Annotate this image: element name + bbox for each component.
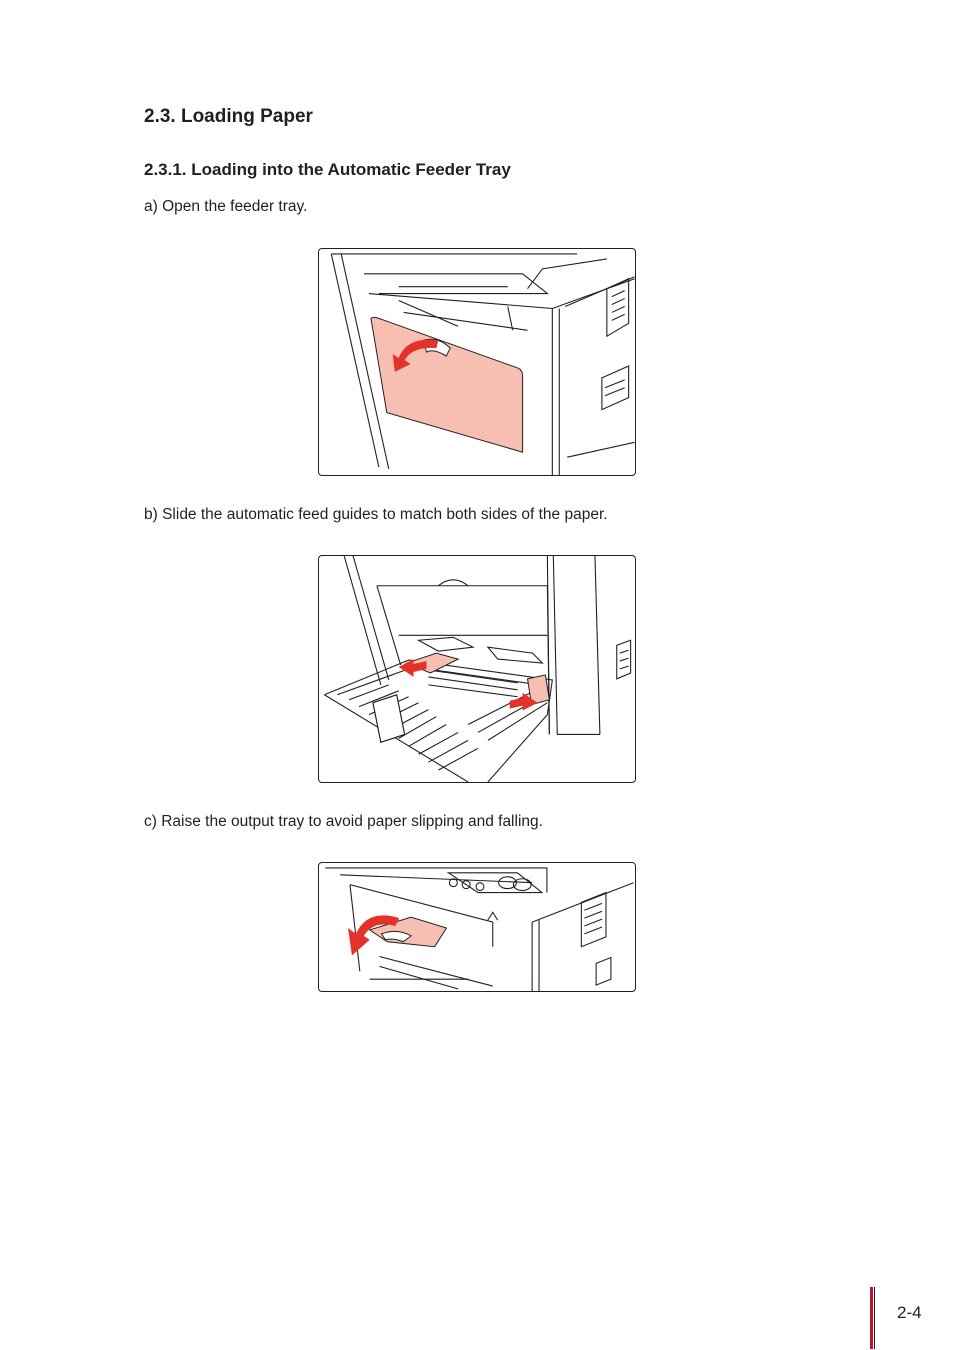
section-heading: 2.3. Loading Paper xyxy=(144,106,313,127)
step-c-text: c) Raise the output tray to avoid paper … xyxy=(144,813,543,830)
printer-output-tray-illustration xyxy=(325,867,634,991)
raise-arrow-icon xyxy=(348,915,400,956)
paper-stopper xyxy=(372,693,406,744)
step-b-text: b) Slide the automatic feed guides to ma… xyxy=(144,506,608,523)
figure-open-feeder-tray xyxy=(318,248,636,476)
printer-open-tray-illustration xyxy=(330,253,635,475)
page-number: 2-4 xyxy=(897,1303,922,1322)
page-divider xyxy=(874,1287,875,1349)
step-a-text: a) Open the feeder tray. xyxy=(144,198,308,215)
open-arrow-icon xyxy=(392,339,439,372)
page-accent-bar xyxy=(870,1287,873,1349)
left-guide-arrow-icon xyxy=(398,659,427,677)
feeder-tray-highlight xyxy=(370,316,524,453)
figure-raise-output-tray xyxy=(318,862,636,992)
right-guide-highlight xyxy=(526,674,550,706)
subsection-heading: 2.3.1. Loading into the Automatic Feeder… xyxy=(144,160,511,179)
figure-slide-feed-guides xyxy=(318,555,636,783)
printer-feed-guides-illustration xyxy=(324,556,632,782)
output-tray-notch xyxy=(380,930,412,943)
right-guide-arrow-icon xyxy=(509,692,538,711)
